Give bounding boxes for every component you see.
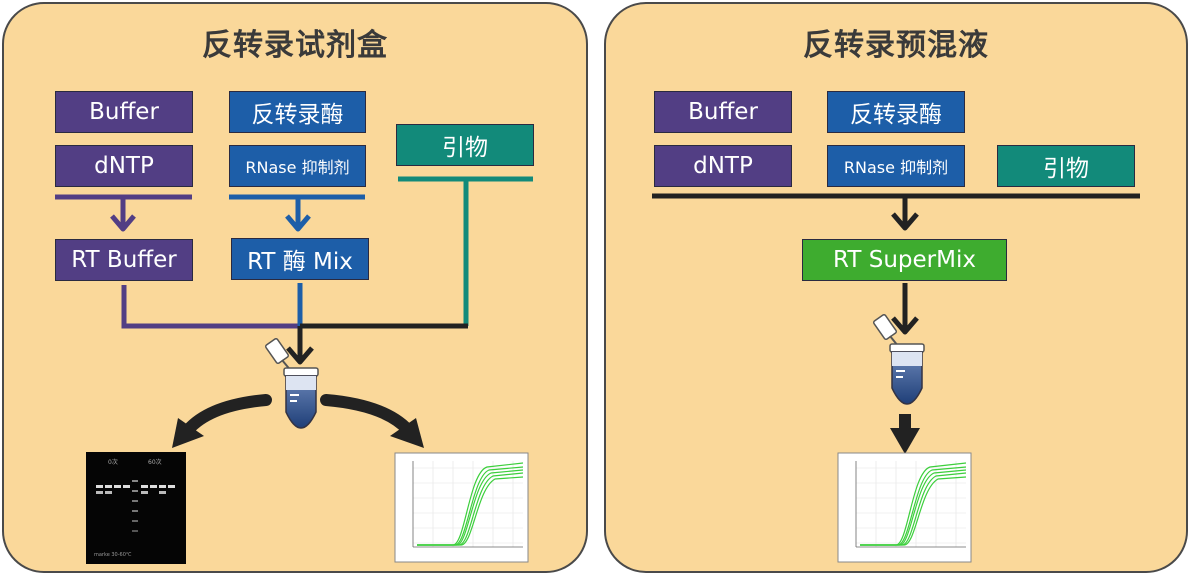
left-blue-connector [229,194,365,326]
amplification-curve-icon [837,452,972,563]
right-merge-line [652,193,1140,231]
gel-label-left: 0次 [108,458,118,466]
gel-footer: marke 30-60℃ [94,552,132,558]
rt-enzyme-mix-label: RT 酶 Mix [247,249,353,275]
left-curved-arrow-to-gel [172,394,272,448]
right-rnase-inhibitor-box: RNase 抑制剂 [827,145,965,187]
right-down-arrow [891,283,919,335]
gel-label-right: 60次 [148,458,162,466]
left-panel-title: 反转录试剂盒 [202,28,388,63]
left-primer-label: 引物 [442,135,488,161]
rt-buffer-label: RT Buffer [71,247,177,273]
right-primer-box: 引物 [997,145,1135,187]
tube-icon [283,367,319,429]
right-buffer-box: Buffer [654,91,792,133]
rt-supermix-box: RT SuperMix [802,239,1007,281]
rt-enzyme-mix-box: RT 酶 Mix [231,238,369,280]
left-enzyme-box: 反转录酶 [229,91,366,133]
left-curved-arrow-to-curve [320,394,424,448]
right-primer-label: 引物 [1043,156,1089,182]
left-buffer-box: Buffer [55,91,193,133]
right-enzyme-box: 反转录酶 [827,91,965,133]
left-dntp-box: dNTP [55,145,193,187]
amplification-curve-icon [394,452,529,563]
left-dntp-label: dNTP [94,153,154,179]
pipette-icon [264,338,293,373]
left-rnase-inhibitor-box: RNase 抑制剂 [229,145,366,187]
left-buffer-label: Buffer [89,99,159,125]
rt-buffer-box: RT Buffer [55,239,193,281]
right-dntp-label: dNTP [693,153,753,179]
left-down-arrow [286,326,314,365]
left-primer-box: 引物 [396,124,534,166]
left-rnase-inhibitor-label: RNase 抑制剂 [245,158,350,177]
left-purple-connector [55,194,300,329]
rt-supermix-label: RT SuperMix [833,247,976,273]
right-panel-title: 反转录预混液 [803,28,989,63]
gel-image: 0次 60次 marke 30-60℃ [86,452,186,564]
right-enzyme-label: 反转录酶 [850,102,942,128]
right-rnase-inhibitor-label: RNase 抑制剂 [843,158,949,177]
left-enzyme-label: 反转录酶 [251,102,344,128]
right-dntp-box: dNTP [654,145,792,187]
left-teal-connector [300,176,533,329]
tube-icon [889,343,925,405]
right-buffer-label: Buffer [688,99,758,125]
right-result-arrow [890,414,920,454]
